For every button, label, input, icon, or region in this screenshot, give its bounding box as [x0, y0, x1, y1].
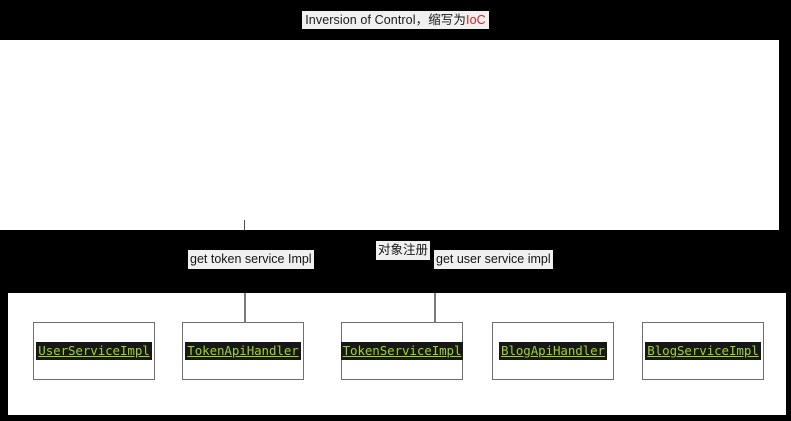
class-name-label: TokenApiHandler: [185, 342, 301, 360]
connector-stub-upper: [244, 220, 245, 230]
connector-line-token-api-handler: [244, 293, 246, 322]
class-box-token-api-handler[interactable]: TokenApiHandler: [182, 322, 304, 380]
class-box-user-service-impl[interactable]: UserServiceImpl: [33, 322, 155, 380]
edge-label-get-user-service-impl: get user service impl: [434, 250, 553, 269]
class-box-blog-api-handler[interactable]: BlogApiHandler: [492, 322, 614, 380]
class-name-label: BlogApiHandler: [499, 342, 607, 360]
connector-line-token-service-impl: [434, 293, 436, 322]
page-title-prefix: Inversion of Control，缩写为: [305, 13, 467, 27]
diagram-top-panel: [0, 40, 779, 230]
edge-label-get-token-service-impl: get token service Impl: [188, 250, 314, 269]
class-name-label: UserServiceImpl: [36, 342, 152, 360]
page-title-accent: IoC: [466, 13, 486, 27]
page-title: Inversion of Control，缩写为IoC: [302, 11, 489, 29]
class-name-label: BlogServiceImpl: [645, 342, 761, 360]
class-box-blog-service-impl[interactable]: BlogServiceImpl: [642, 322, 764, 380]
class-name-label: TokenServiceImpl: [340, 342, 464, 360]
class-box-token-service-impl[interactable]: TokenServiceImpl: [340, 322, 464, 380]
edge-label-object-register: 对象注册: [376, 241, 431, 260]
title-bar: Inversion of Control，缩写为IoC: [0, 0, 791, 40]
